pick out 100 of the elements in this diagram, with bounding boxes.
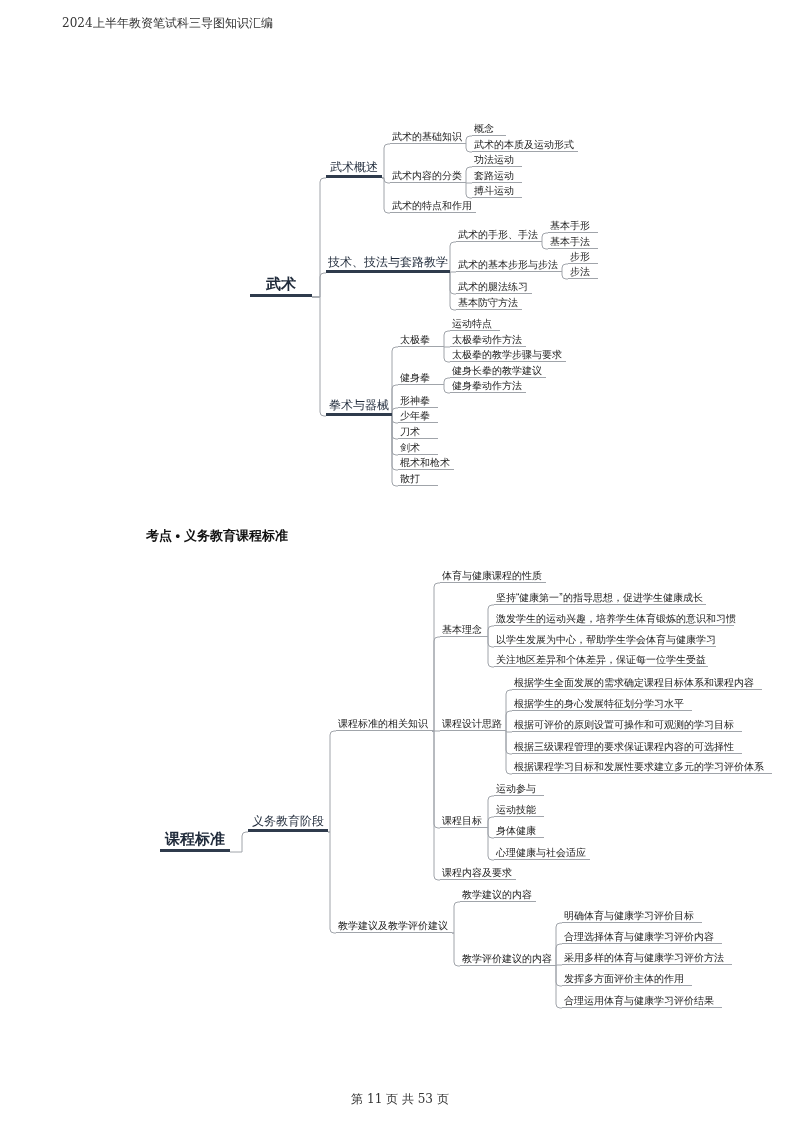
- topic: 根据可评价的原则设置可操作和可观测的学习目标: [512, 718, 742, 732]
- section-heading: 考点 • 义务教育课程标准: [146, 527, 288, 545]
- topic: 运动参与: [494, 782, 544, 796]
- connector-line: [391, 407, 399, 417]
- topic: 运动技能: [494, 803, 544, 817]
- connector-line: [541, 232, 549, 243]
- topic: 根据学生全面发展的需求确定课程目标体系和课程内容: [512, 676, 762, 690]
- connector-line: [465, 182, 473, 184]
- topic: 根据三级课程管理的要求保证课程内容的可选择性: [512, 740, 742, 754]
- connector-line: [449, 271, 457, 274]
- connector-line: [505, 730, 513, 775]
- topic: 武术: [250, 273, 312, 297]
- connector-line: [327, 831, 337, 934]
- topic: 刀术: [398, 425, 438, 439]
- topic: 技术、技法与套路教学: [326, 255, 450, 273]
- topic: 根据课程学习目标和发展性要求建立多元的学习评价体系: [512, 760, 772, 774]
- topic: 采用多样的体育与健康学习评价方法: [562, 951, 732, 965]
- topic: 太极拳动作方法: [450, 333, 526, 347]
- topic: 武术的基本步形与步法: [456, 258, 562, 272]
- connector-line: [449, 241, 457, 274]
- connector-line: [505, 710, 513, 732]
- connector-line: [451, 901, 461, 934]
- topic: 剑术: [398, 441, 438, 455]
- topic: 义务教育阶段: [248, 814, 328, 832]
- connector-line: [465, 135, 473, 145]
- topic: 武术的本质及运动形式: [472, 138, 578, 152]
- connector-line: [431, 636, 441, 732]
- topic: 课程标准: [160, 828, 230, 852]
- topic: 关注地区差异和个体差异，保证每一位学生受益: [494, 653, 708, 667]
- connector-line: [381, 143, 391, 179]
- topic: 武术概述: [326, 160, 382, 178]
- connector-line: [487, 816, 495, 829]
- topic: 运动特点: [450, 317, 500, 331]
- topic: 武术内容的分类: [390, 169, 466, 183]
- connector-line: [311, 296, 327, 417]
- topic: 步形: [568, 250, 598, 264]
- page-header: 2024上半年教资笔试科三导图知识汇编: [62, 15, 273, 32]
- connector-line: [465, 166, 473, 184]
- topic: 形神拳: [398, 394, 438, 408]
- topic: 教学建议的内容: [460, 888, 536, 902]
- connector-line: [555, 943, 563, 967]
- topic: 身体健康: [494, 824, 544, 838]
- topic: 课程内容及要求: [440, 866, 516, 880]
- topic: 以学生发展为中心，帮助学生学会体育与健康学习: [494, 633, 716, 647]
- topic: 健身长拳的教学建议: [450, 364, 546, 378]
- topic: 根据学生的身心发展特征划分学习水平: [512, 697, 692, 711]
- topic: 教学评价建议的内容: [460, 952, 556, 966]
- topic: 搏斗运动: [472, 184, 522, 198]
- connector-line: [391, 415, 399, 487]
- topic: 基本手形: [548, 219, 598, 233]
- topic: 激发学生的运动兴趣，培养学生体育锻炼的意识和习惯: [494, 612, 734, 626]
- page-number: 第 11 页 共 53 页: [350, 1091, 450, 1108]
- connector-line: [561, 263, 569, 273]
- topic: 合理运用体育与健康学习评价结果: [562, 994, 722, 1008]
- connector-line: [487, 636, 495, 668]
- topic: 太极拳的教学步骤与要求: [450, 348, 566, 362]
- topic: 健身拳: [398, 371, 444, 385]
- connector-line: [443, 384, 451, 394]
- topic: 武术的腿法练习: [456, 280, 532, 294]
- connector-line: [465, 143, 473, 153]
- topic: 棍术和枪术: [398, 456, 454, 470]
- connector-line: [443, 330, 451, 348]
- connector-line: [443, 346, 451, 363]
- connector-line: [541, 241, 549, 250]
- topic: 散打: [398, 472, 438, 486]
- connector-line: [443, 346, 451, 348]
- connector-line: [555, 965, 563, 1009]
- connector-line: [229, 831, 249, 853]
- connector-line: [487, 827, 495, 861]
- connector-line: [449, 272, 457, 311]
- connector-line: [561, 271, 569, 280]
- connector-line: [505, 730, 513, 733]
- connector-line: [443, 377, 451, 386]
- topic: 心理健康与社会适应: [494, 846, 590, 860]
- topic: 基本防守方法: [456, 296, 522, 310]
- topic: 基本理念: [440, 623, 488, 637]
- connector-line: [327, 730, 337, 833]
- connector-line: [431, 730, 441, 881]
- topic: 明确体育与健康学习评价目标: [562, 909, 702, 923]
- topic: 课程标准的相关知识: [336, 717, 432, 731]
- topic: 太极拳: [398, 333, 444, 347]
- topic: 教学建议及教学评价建议: [336, 919, 452, 933]
- topic: 课程目标: [440, 814, 488, 828]
- topic: 发挥多方面评价主体的作用: [562, 972, 692, 986]
- topic: 基本手法: [548, 235, 598, 249]
- topic: 武术的基础知识: [390, 130, 466, 144]
- topic: 拳术与器械: [326, 398, 392, 416]
- topic: 体育与健康课程的性质: [440, 569, 546, 583]
- topic: 步法: [568, 265, 598, 279]
- connector-line: [555, 964, 563, 967]
- topic: 概念: [472, 122, 506, 136]
- topic: 健身拳动作方法: [450, 379, 526, 393]
- topic: 功法运动: [472, 153, 522, 167]
- topic: 少年拳: [398, 409, 438, 423]
- topic: 武术的特点和作用: [390, 199, 476, 213]
- topic: 课程设计思路: [440, 717, 506, 731]
- connector-line: [487, 625, 495, 638]
- connector-line: [381, 177, 391, 214]
- topic: 武术的手形、手法: [456, 228, 542, 242]
- connector-line: [465, 182, 473, 199]
